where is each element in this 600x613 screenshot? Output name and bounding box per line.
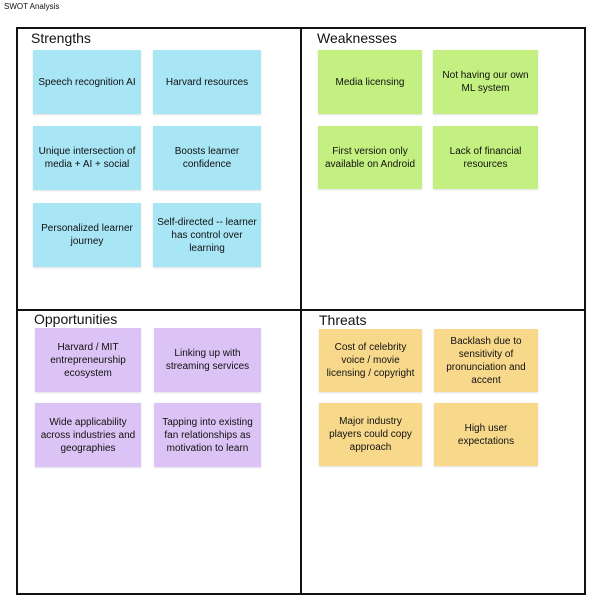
sticky-note[interactable]: Personalized learner journey [33, 203, 141, 267]
sticky-note[interactable]: Linking up with streaming services [154, 328, 261, 392]
weaknesses-title: Weaknesses [317, 30, 397, 46]
sticky-note[interactable]: Wide applicability across industries and… [35, 403, 141, 467]
vertical-divider [300, 27, 302, 595]
sticky-note[interactable]: Harvard / MIT entrepreneurship ecosystem [35, 328, 141, 392]
strengths-title: Strengths [31, 30, 91, 46]
sticky-note[interactable]: Lack of financial resources [433, 126, 538, 189]
opportunities-title: Opportunities [34, 311, 118, 327]
horizontal-divider [16, 309, 586, 311]
threats-title: Threats [319, 312, 367, 328]
sticky-note[interactable]: High user expectations [434, 403, 538, 466]
sticky-note[interactable]: Major industry players could copy approa… [319, 403, 422, 466]
sticky-note[interactable]: Unique intersection of media + AI + soci… [33, 126, 141, 190]
sticky-note[interactable]: Harvard resources [153, 50, 261, 114]
sticky-note[interactable]: Boosts learner confidence [153, 126, 261, 190]
sticky-note[interactable]: Media licensing [318, 50, 422, 114]
sticky-note[interactable]: First version only available on Android [318, 126, 422, 189]
sticky-note[interactable]: Speech recognition AI [33, 50, 141, 114]
sticky-note[interactable]: Backlash due to sensitivity of pronuncia… [434, 329, 538, 392]
sticky-note[interactable]: Not having our own ML system [433, 50, 538, 114]
document-title: SWOT Analysis [4, 2, 60, 11]
sticky-note[interactable]: Self-directed -- learner has control ove… [153, 203, 261, 267]
sticky-note[interactable]: Tapping into existing fan relationships … [154, 403, 261, 467]
sticky-note[interactable]: Cost of celebrity voice / movie licensin… [319, 329, 422, 392]
